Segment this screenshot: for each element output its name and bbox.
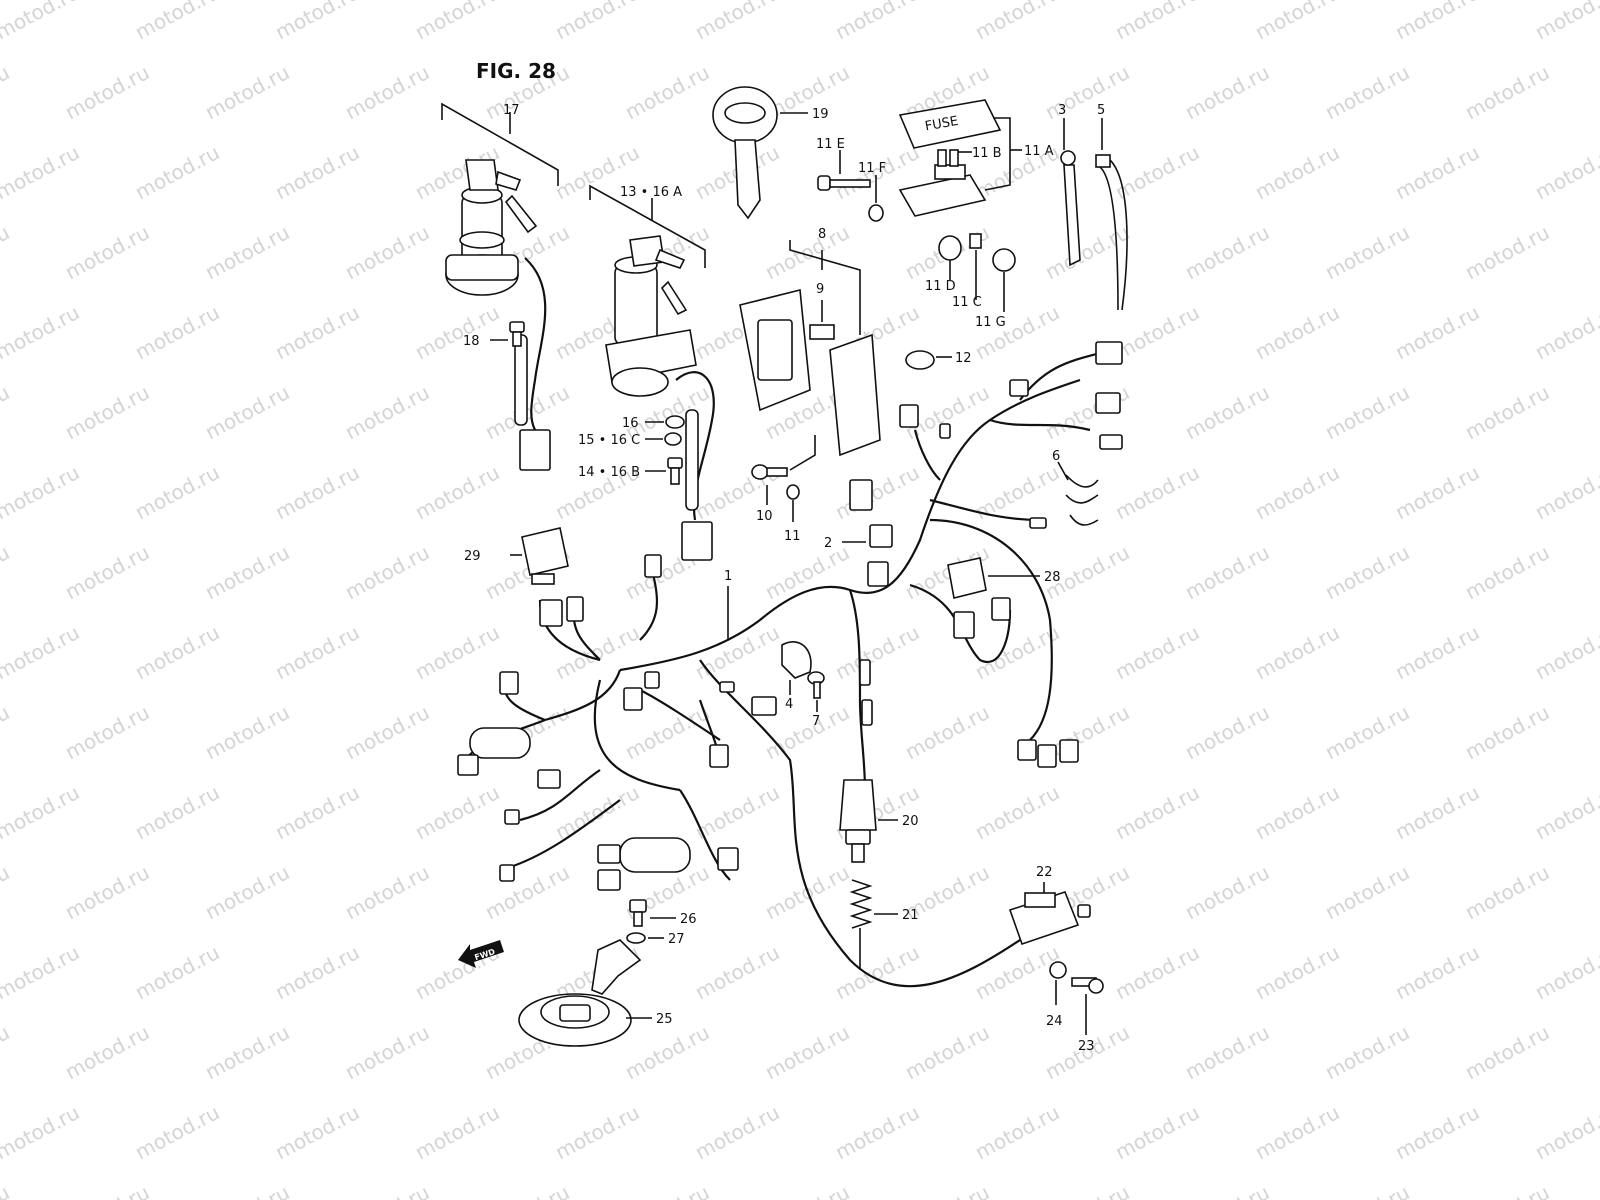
callout-11b: 11 B <box>972 146 1002 161</box>
spring-21 <box>849 879 898 970</box>
callout-6: 6 <box>1052 449 1060 464</box>
callout-27: 27 <box>668 932 685 947</box>
callout-9: 9 <box>816 282 824 297</box>
callout-1: 1 <box>724 569 732 584</box>
washer-27 <box>626 932 664 944</box>
callout-7: 7 <box>812 714 820 729</box>
callout-11d: 11 D <box>925 279 956 294</box>
callout-11f: 11 F <box>858 161 886 176</box>
callout-14-16b: 14 • 16 B <box>578 465 640 480</box>
callout-8: 8 <box>818 227 826 242</box>
callout-2: 2 <box>824 536 832 551</box>
callout-labels: 17 13 • 16 A 19 11 E 11 F 11 B 11 A 3 5 … <box>463 103 1105 1054</box>
callout-24: 24 <box>1046 1014 1063 1029</box>
callout-15-16c: 15 • 16 C <box>578 433 640 448</box>
callout-12: 12 <box>955 351 972 366</box>
callout-22: 22 <box>1036 865 1053 880</box>
callout-28: 28 <box>1044 570 1061 585</box>
fuse-cover-label: FUSE <box>924 114 960 135</box>
cable-tie-5 <box>1095 118 1128 311</box>
callout-18: 18 <box>463 334 480 349</box>
callout-10: 10 <box>756 509 773 524</box>
fuse-box-11: FUSE <box>817 99 1022 312</box>
callout-25: 25 <box>656 1012 673 1027</box>
callout-21: 21 <box>902 908 919 923</box>
clamp-4 <box>781 641 812 695</box>
callout-11a: 11 A <box>1024 144 1054 159</box>
bolt-26 <box>629 899 676 927</box>
switch-20 <box>839 779 898 863</box>
callout-3: 3 <box>1058 103 1066 118</box>
callout-4: 4 <box>785 697 793 712</box>
callout-23: 23 <box>1078 1039 1095 1054</box>
relay-28 <box>947 557 1040 599</box>
callout-16: 16 <box>622 416 639 431</box>
callout-11g: 11 G <box>975 315 1006 330</box>
grommet-12 <box>905 350 952 370</box>
callout-11e: 11 E <box>816 137 845 152</box>
forward-arrow-icon: FWD <box>458 940 504 968</box>
strap-3 <box>1060 118 1081 267</box>
screw-7 <box>807 671 825 712</box>
bracket-8 <box>739 240 881 522</box>
callout-20: 20 <box>902 814 919 829</box>
figure-title: FIG. 28 <box>476 59 556 83</box>
key-19 <box>712 86 808 220</box>
callout-29: 29 <box>464 549 481 564</box>
ignition-switch-13-16a <box>589 184 715 561</box>
callout-11c: 11 C <box>952 295 982 310</box>
callout-5: 5 <box>1097 103 1105 118</box>
relay-29 <box>510 527 569 585</box>
clip-6 <box>1057 461 1099 526</box>
ignition-switch-17 <box>441 102 559 471</box>
callout-17: 17 <box>503 103 520 118</box>
wiring-harness-1 <box>457 341 1123 988</box>
switch-22 <box>1008 882 1104 1035</box>
callout-13-16a: 13 • 16 A <box>620 185 682 200</box>
horn-25 <box>518 939 652 1047</box>
callout-11: 11 <box>784 529 801 544</box>
callout-26: 26 <box>680 912 697 927</box>
callout-19: 19 <box>812 107 829 122</box>
